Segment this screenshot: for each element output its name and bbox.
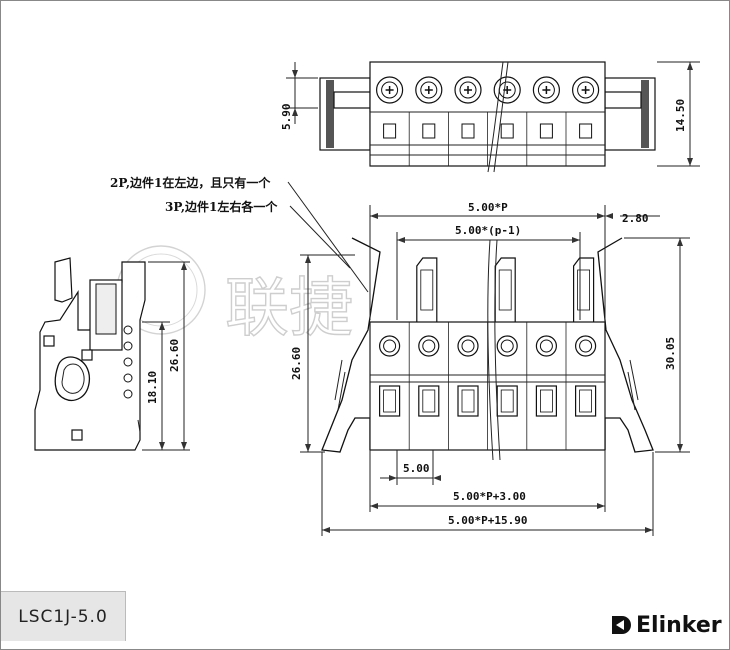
- side-view: 26.60 18.10: [34, 257, 190, 451]
- note-leader-1: [287, 181, 369, 293]
- side-hole-2: [123, 341, 133, 351]
- watermark: 联捷: [116, 245, 354, 347]
- elinker-logo-icon: [612, 616, 631, 634]
- model-label: LSC1J-5.0: [1, 591, 126, 641]
- watermark-text: 联捷: [225, 272, 353, 346]
- dim-width-p: 5.00*P: [468, 201, 508, 214]
- top-view: 14.50 5.90: [280, 61, 700, 173]
- dim-edge-offset: 2.80: [622, 212, 649, 225]
- dim-top-height: 14.50: [674, 99, 687, 132]
- front-view: 5.00*P 2.80 5.00*(p-1) 26.60 30.05 5.00: [290, 201, 690, 536]
- side-hole-4: [123, 373, 133, 383]
- dim-side-height-total: 26.60: [168, 339, 181, 372]
- side-hole-1: [123, 325, 133, 335]
- note-line-2: 3P,边件1左右各一个: [165, 199, 278, 214]
- dim-front-height-left: 26.60: [290, 347, 303, 380]
- dim-pitch-p-minus-1: 5.00*(p-1): [455, 224, 521, 237]
- note-line-1: 2P,边件1在左边，且只有一个: [110, 175, 271, 190]
- dim-width-p-plus-15-9: 5.00*P+15.90: [448, 514, 527, 527]
- side-hole-5: [123, 389, 133, 399]
- dim-pitch: 5.00: [403, 462, 430, 475]
- dim-top-small: 5.90: [280, 104, 293, 131]
- dim-front-height-right: 30.05: [664, 337, 677, 370]
- brand-name: Elinker: [636, 612, 722, 638]
- dim-width-p-plus-3: 5.00*P+3.00: [453, 490, 526, 503]
- dim-side-height-lower: 18.10: [146, 371, 159, 404]
- brand: Elinker: [610, 610, 722, 640]
- side-hole-3: [123, 357, 133, 367]
- note-leader-2: [289, 205, 351, 269]
